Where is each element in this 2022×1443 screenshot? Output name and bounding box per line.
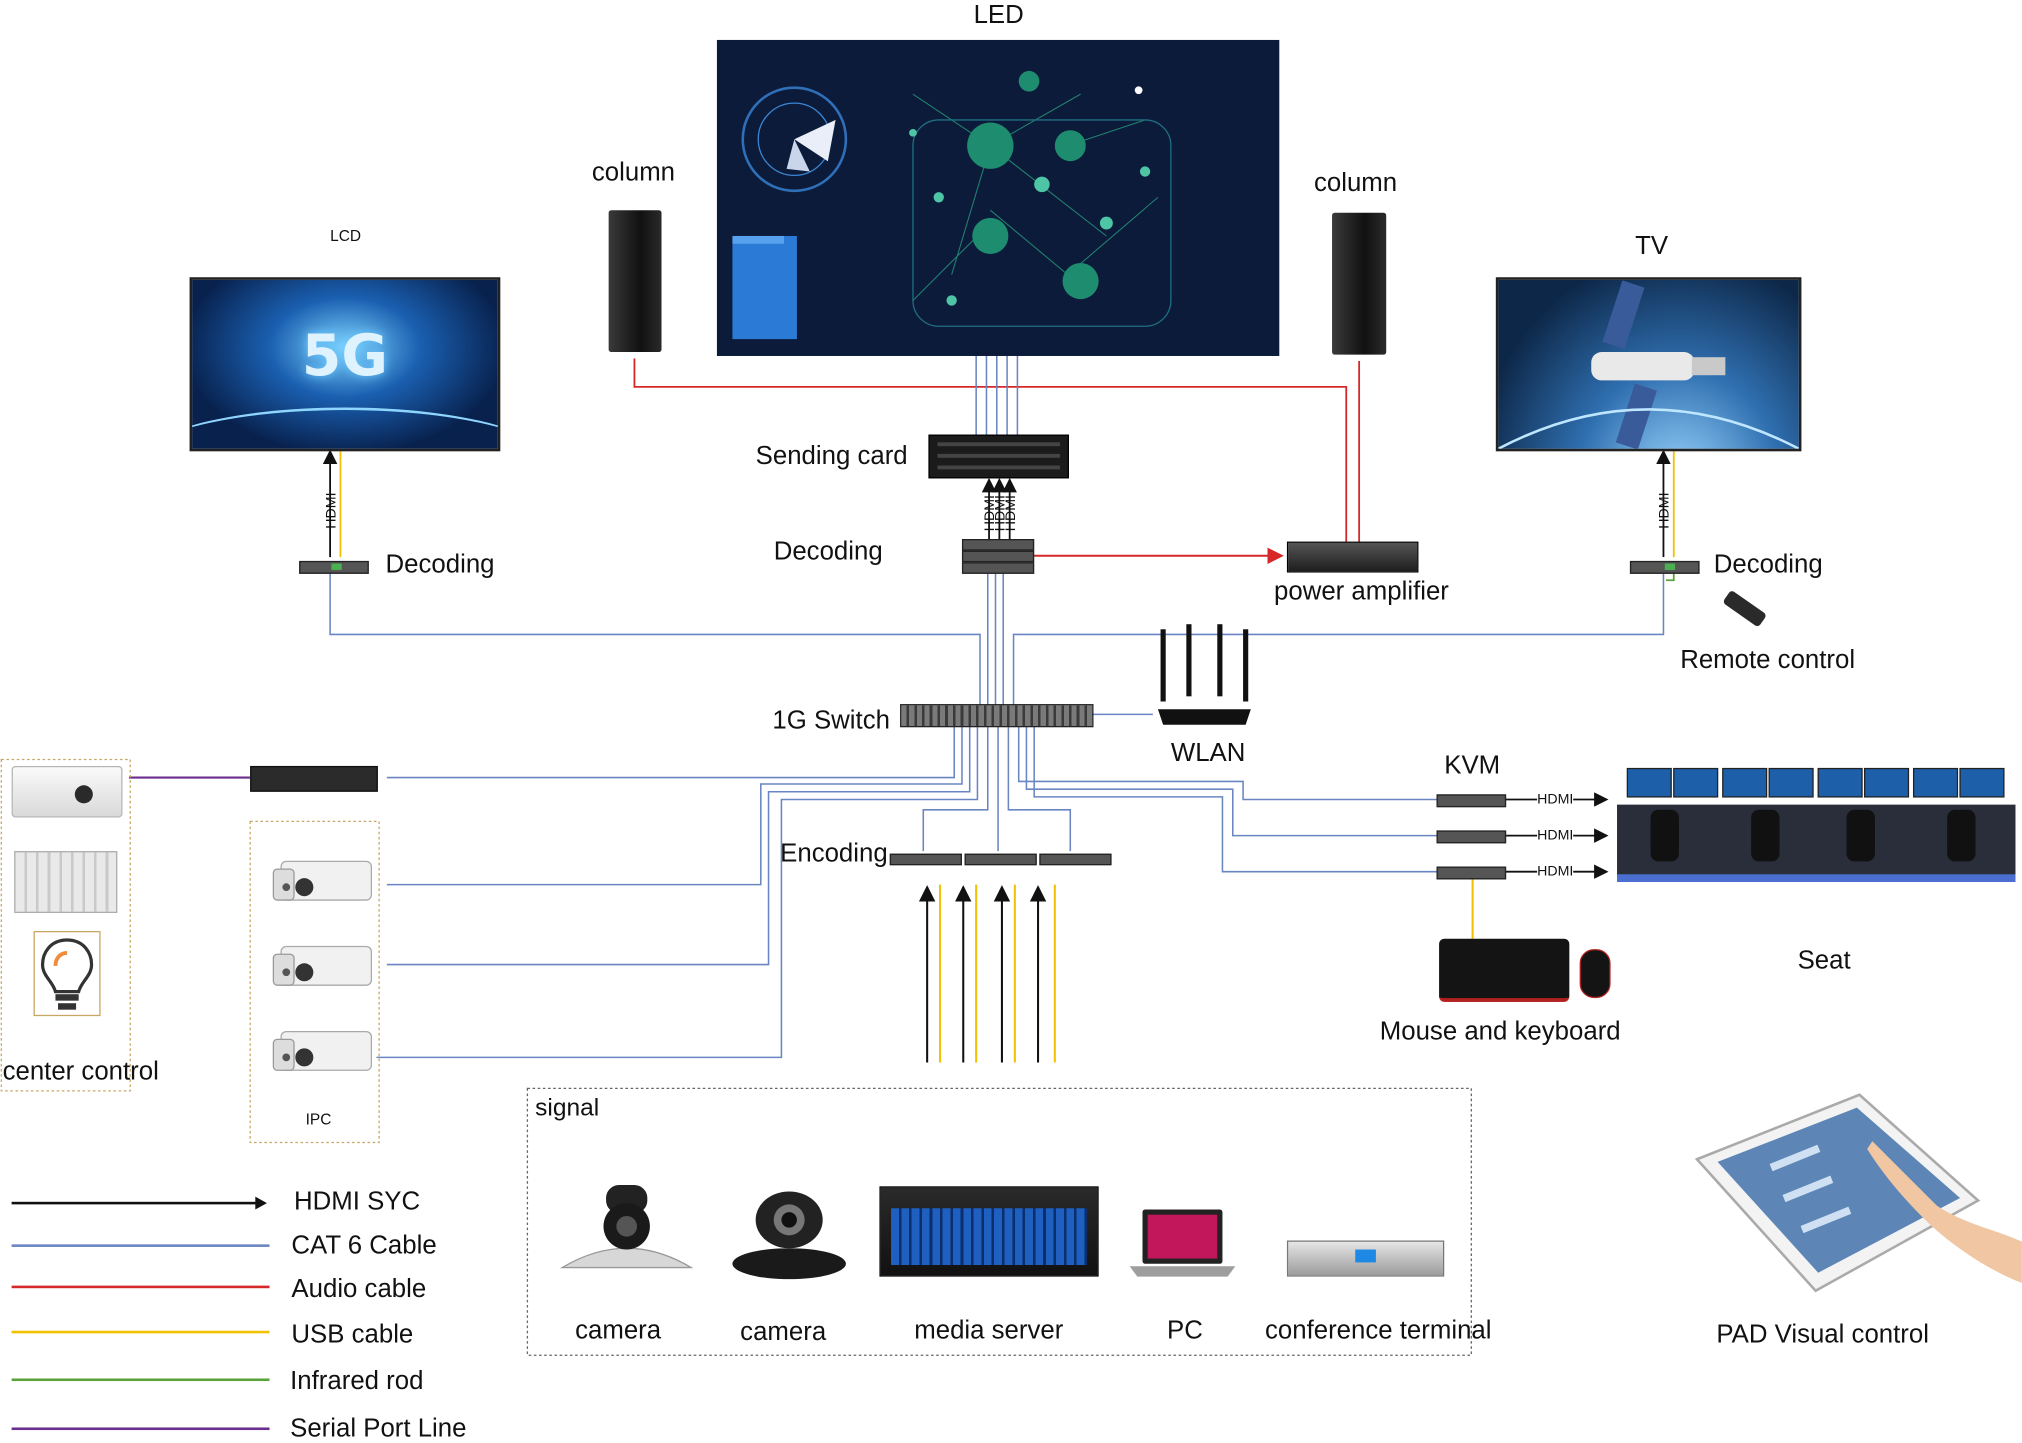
legend-line-hdmi (11, 1196, 267, 1210)
ip-camera-icon (271, 941, 374, 998)
encoder-icon (964, 853, 1037, 866)
sending-card-icon (928, 434, 1069, 479)
wlan-label: WLAN (1170, 738, 1246, 768)
kvm-icon (1436, 794, 1507, 808)
decoding-left-label: Decoding (385, 550, 495, 579)
column-left-label: column (591, 158, 676, 187)
curtain-icon (14, 851, 118, 913)
laptop-icon (1129, 1207, 1236, 1279)
power-amplifier-label: power amplifier (1274, 577, 1449, 607)
signal-label: signal (535, 1094, 600, 1122)
speaker-column-icon (1332, 212, 1387, 355)
power-amplifier-icon (1286, 541, 1419, 573)
lcd-screen-icon: 5G (189, 277, 501, 452)
legend-label: HDMI SYC (294, 1187, 421, 1216)
legend-line-serial (11, 1427, 270, 1431)
encoder-icon (889, 853, 962, 866)
audio-line-left-column (633, 358, 1348, 542)
projector-icon (11, 765, 123, 818)
ipc-label: IPC (305, 1110, 332, 1129)
kvm-label: KVM (1444, 751, 1501, 781)
encoder-icon (1039, 853, 1112, 866)
decoder-icon (961, 539, 1035, 574)
switch-label: 1G Switch (772, 706, 890, 736)
kvm-icon (1436, 866, 1507, 880)
ipc-group-box (249, 820, 380, 1144)
seat-label: Seat (1797, 946, 1851, 975)
signal-device-label: camera (740, 1317, 827, 1347)
decoder-icon (1629, 560, 1700, 574)
signal-device-label: camera (575, 1316, 662, 1345)
kvm-hdmi-tag-2: HDMI (1537, 827, 1574, 844)
console-seat-icon (1614, 766, 2018, 903)
tablet-icon (1692, 1090, 2022, 1296)
led-wall-icon (716, 39, 1280, 356)
mouse-keyboard-label: Mouse and keyboard (1379, 1017, 1621, 1046)
mouse-icon (1579, 949, 1611, 999)
led-to-sending-card-lines (975, 353, 1019, 439)
ip-camera-icon (271, 1026, 374, 1083)
pad-label: PAD Visual control (1716, 1320, 1929, 1349)
sending-card-label: Sending card (755, 442, 908, 471)
center-control-label: center control (2, 1057, 159, 1086)
remote-control-label: Remote control (1680, 646, 1856, 675)
legend-line-audio (11, 1285, 270, 1289)
decoding-center-label: Decoding (773, 537, 883, 567)
ip-camera-icon (271, 856, 374, 913)
bulb-icon (33, 931, 101, 1017)
tv-label: TV (1635, 232, 1669, 261)
tv-hdmi-tag: HDMI (1657, 492, 1673, 529)
decoding-right-label: Decoding (1713, 550, 1823, 579)
legend-line-cat6 (11, 1244, 270, 1247)
decoder-icon (299, 560, 369, 574)
legend-label: USB cable (291, 1320, 414, 1349)
conference-terminal-icon (1286, 1240, 1445, 1277)
router-icon (1155, 624, 1253, 727)
legend-line-usb (11, 1330, 270, 1334)
legend-label: Infrared rod (290, 1366, 424, 1396)
speaker-column-icon (608, 210, 662, 353)
media-server-icon (879, 1186, 1099, 1277)
ptz-camera-icon (554, 1180, 698, 1275)
signal-device-label: media server (914, 1316, 1064, 1345)
lcd-hdmi-tag: HDMI (323, 492, 340, 529)
lcd-label: LCD (330, 226, 362, 246)
led-label: LED (973, 1, 1024, 30)
conference-camera-icon (729, 1189, 850, 1282)
legend-label: CAT 6 Cable (291, 1231, 437, 1260)
kvm-hdmi-tag-1: HDMI (1537, 791, 1574, 808)
encoding-label: Encoding (780, 839, 888, 868)
signal-device-label: PC (1166, 1316, 1203, 1345)
column-right-label: column (1314, 168, 1398, 198)
legend-label: Serial Port Line (290, 1414, 467, 1443)
legend-line-infrared (11, 1378, 270, 1382)
switch-icon (900, 704, 1094, 728)
hdmi-tag-3: HDMI (1003, 495, 1019, 532)
tv-screen-icon (1495, 277, 1802, 452)
signal-group-box (526, 1087, 1472, 1356)
kvm-hdmi-tag-3: HDMI (1537, 863, 1574, 880)
fiveg-text: 5G (301, 323, 388, 390)
legend-label: Audio cable (291, 1275, 427, 1304)
kvm-icon (1436, 830, 1507, 844)
keyboard-icon (1439, 938, 1570, 1002)
signal-device-label: conference terminal (1264, 1316, 1492, 1345)
serial-controller-icon (250, 765, 378, 792)
